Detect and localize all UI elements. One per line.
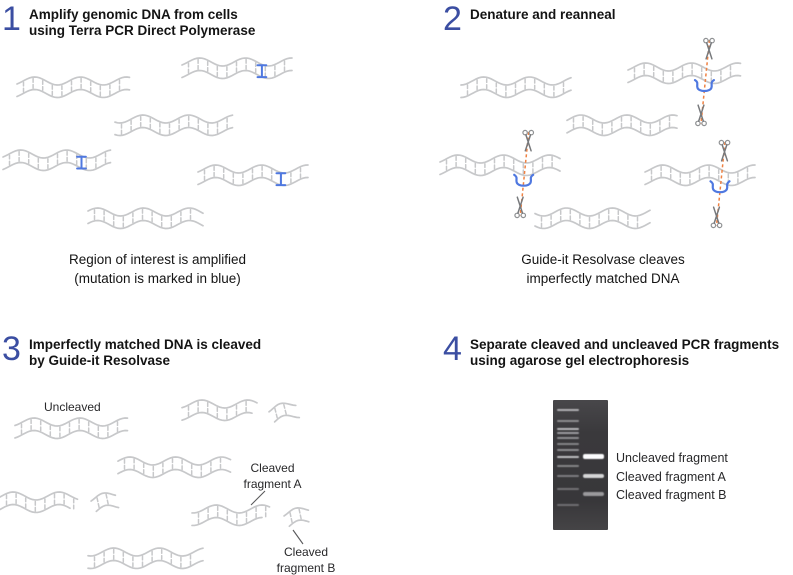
dna-strand (534, 207, 651, 230)
gel-ladder-band (557, 436, 579, 440)
gel-ladder-band (557, 503, 579, 507)
dna-strand (16, 76, 131, 99)
pointer-line (250, 490, 304, 545)
gel-sample-band (582, 453, 604, 459)
scissors-icon (514, 196, 527, 219)
dna-strand-mismatch-cleavage (644, 139, 756, 229)
gel-label-cleaved-a: Cleaved fragment A (616, 470, 726, 484)
gel-ladder-band (557, 408, 579, 412)
gel-sample-band (582, 473, 604, 479)
gel-ladder-band (557, 431, 579, 435)
step-3-header: 3 Imperfectly matched DNA is cleaved by … (2, 330, 332, 370)
dna-strand (87, 207, 204, 230)
gel-ladder-band (557, 427, 579, 431)
step-1-title: Amplify genomic DNA from cells using Ter… (29, 7, 256, 39)
gel-image (553, 400, 608, 530)
cleaved-fragment-b-label: Cleaved fragment B (276, 545, 336, 575)
mismatch-bubble (709, 180, 731, 194)
dna-strand (117, 456, 232, 479)
mutation-mark (275, 172, 287, 187)
gel-sample-band (582, 492, 604, 496)
step-3-title: Imperfectly matched DNA is cleaved by Gu… (29, 337, 262, 369)
dna-strand-mismatch-cleavage (627, 37, 742, 127)
step-4-title: Separate cleaved and uncleaved PCR fragm… (470, 337, 780, 369)
scissors-icon (718, 139, 731, 162)
step-2-number: 2 (443, 0, 462, 38)
uncleaved-label: Uncleaved (44, 400, 101, 414)
dna-fragment-short (268, 402, 301, 423)
gel-ladder-band (557, 419, 579, 423)
gel-ladder-band (557, 464, 579, 468)
dna-strand (460, 76, 572, 99)
gel-ladder-band (557, 448, 579, 452)
step-4-header: 4 Separate cleaved and uncleaved PCR fra… (443, 330, 788, 370)
scissors-icon (695, 104, 707, 127)
mutation-mark (76, 155, 87, 170)
gel-label-uncleaved: Uncleaved fragment (616, 451, 728, 465)
dna-fragment-long (0, 491, 79, 514)
dna-fragment-long (191, 504, 271, 527)
step-2-header: 2 Denature and reanneal (443, 0, 783, 38)
step-3-number: 3 (2, 330, 21, 368)
step-2-caption: Guide-it Resolvase cleaves imperfectly m… (521, 252, 685, 286)
mismatch-bubble (693, 79, 716, 93)
step-4-number: 4 (443, 330, 462, 368)
scissors-icon (710, 206, 723, 229)
dna-strand (566, 114, 678, 137)
cleaved-fragment-a-label: Cleaved fragment A (243, 461, 302, 491)
scissors-icon (703, 37, 715, 60)
dna-strand (87, 547, 204, 570)
dna-strand-mutated (181, 57, 293, 80)
step-1-header: 1 Amplify genomic DNA from cells using T… (2, 0, 312, 40)
dna-strand (114, 114, 234, 137)
step-1-caption: Region of interest is amplified (mutatio… (68, 252, 247, 286)
dna-fragment-long (181, 399, 258, 422)
mutation-mark (256, 64, 268, 79)
step-1-number: 1 (2, 0, 21, 38)
gel-label-cleaved-b: Cleaved fragment B (616, 488, 727, 502)
step-2-title: Denature and reanneal (470, 7, 616, 22)
scissors-icon (522, 129, 535, 152)
dna-fragment-short (283, 507, 310, 528)
dna-strand (14, 417, 129, 440)
dna-strand-mutated (197, 164, 309, 187)
gel-ladder-band (557, 474, 579, 478)
dna-fragment-short (90, 492, 120, 513)
dna-strand-mutated (2, 149, 112, 172)
gel-ladder-band (557, 442, 579, 446)
gel-ladder-band (557, 455, 579, 459)
mismatch-bubble (513, 173, 535, 187)
gel-ladder-band (557, 487, 579, 491)
dna-strand-mismatch-cleavage (439, 129, 561, 219)
